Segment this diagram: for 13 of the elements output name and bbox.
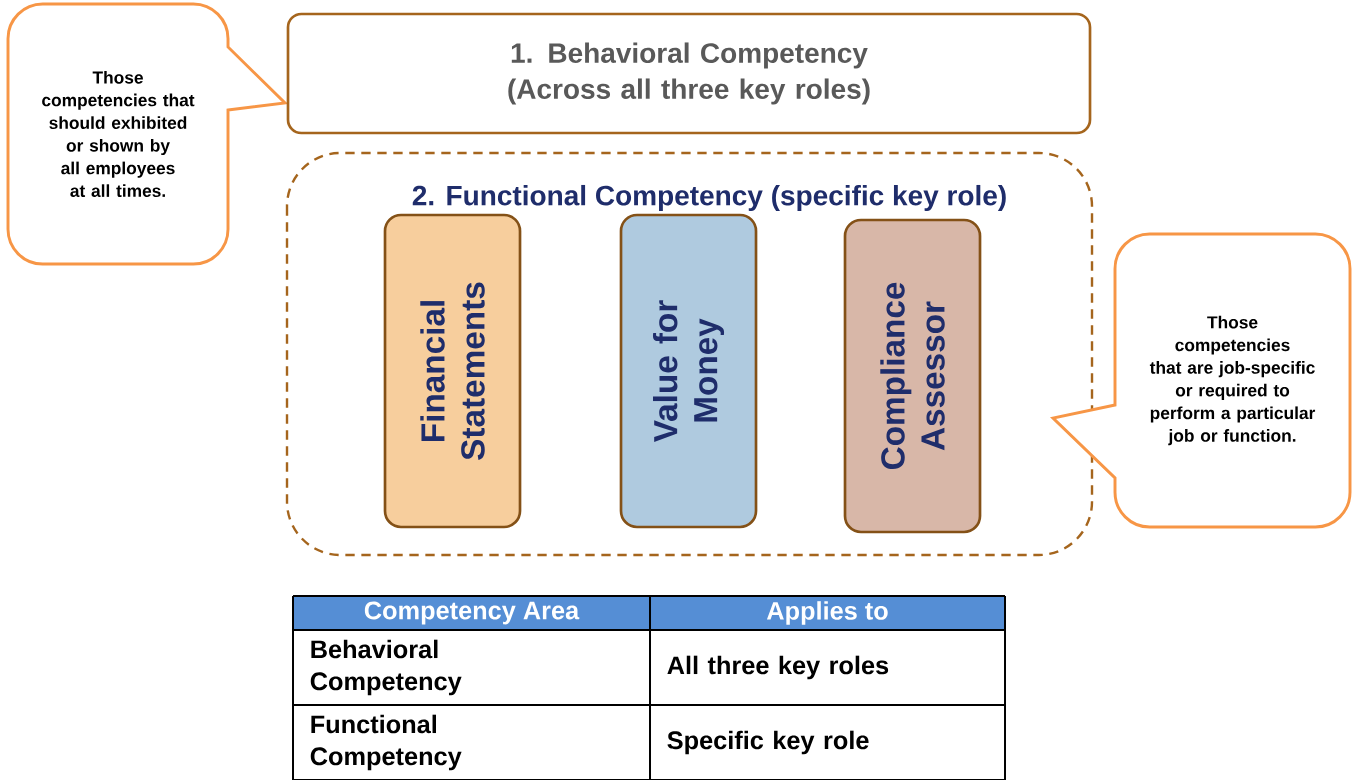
speech-bubble: Those competencies that are job-specific or required to perform a particular job or function. [1051, 232, 1352, 529]
role-box: Compliance Assessor [843, 218, 982, 534]
node-label: Those competencies that are job-specific or required to perform a particular job or function. [1149, 315, 1316, 446]
column-header: Competency Area [364, 601, 580, 625]
title-box: 1. Behavioral Competency (Across all three key roles) [286, 12, 1092, 135]
role-box: Value for Money [619, 213, 758, 529]
table-cell: Behavioral Competency [310, 639, 462, 696]
table-cell: All three key roles [667, 655, 889, 680]
table-cell: Functional Competency [310, 714, 462, 771]
speech-bubble: Those competencies that should exhibited or shown by all employees at all times. [6, 2, 287, 266]
role-box: Financial Statements [383, 213, 522, 529]
column-header: Applies to [766, 601, 888, 625]
table-cell: Specific key role [667, 730, 869, 755]
